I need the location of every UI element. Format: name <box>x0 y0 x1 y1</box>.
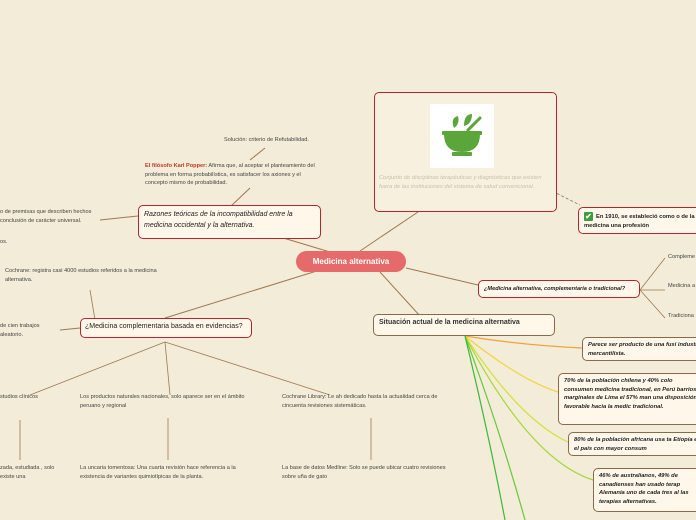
popper-body: Afirma que, al aceptar el planteamiento … <box>145 163 315 187</box>
complementaria-node[interactable]: ¿Medicina alternativa, complementaria o … <box>478 280 640 298</box>
estudios-text: studios clínicos <box>0 394 38 400</box>
year-1910-text: En 1910, se estableció como o de la medi… <box>584 214 695 229</box>
situacion-item-1[interactable]: Parece ser producto de una fusi industri… <box>582 337 696 361</box>
medline-text: La base de datos Medline: Solo se puede … <box>282 465 446 480</box>
popper-text: El filósofo Karl Popper: Afirma que, al … <box>145 162 323 188</box>
mortar-pestle-herbs-icon <box>430 104 494 168</box>
situacion-item-3[interactable]: 80% de la población africana usa ta Etio… <box>568 432 696 456</box>
evidencias-title: ¿Medicina complementaria basada en evide… <box>85 323 243 330</box>
premisas-text: o de premisas que describen hechos concl… <box>0 209 92 224</box>
complementaria-title: ¿Medicina alternativa, complementaria o … <box>484 286 626 292</box>
popper-label: El filósofo Karl Popper: <box>145 163 208 169</box>
situacion-item-4[interactable]: 46% de australianos, 49% de canadienses … <box>593 468 696 512</box>
cochrane-text: Cochrane: registra casi 4000 estudios re… <box>5 268 157 283</box>
situacion-title: Situación actual de la medicina alternat… <box>379 319 520 326</box>
uncaria-text: La uncaria tomentosa: Una cuarta revisió… <box>80 465 236 480</box>
complementaria-item-3: Tradiciona <box>668 313 694 319</box>
short-text: os. <box>0 239 8 245</box>
situacion-node[interactable]: Situación actual de la medicina alternat… <box>373 314 555 336</box>
razones-node[interactable]: Razones teóricas de la incompatibilidad … <box>138 205 321 239</box>
productos-text: Los productos naturales nacionales, solo… <box>80 394 245 409</box>
situacion-item-2[interactable]: 70% de la población chilena y 40% colo c… <box>558 373 696 425</box>
razones-title: Razones teóricas de la incompatibilidad … <box>144 211 293 229</box>
definition-text: Conjunto de disciplinas terapéuticas y d… <box>379 175 542 190</box>
check-icon: ✔ <box>584 212 593 221</box>
bottom-left-text: zada, estudiada , solo existe una <box>0 465 55 480</box>
complementaria-item-2: Medicina a <box>668 283 696 289</box>
year-1910-node[interactable]: ✔En 1910, se estableció como o de la med… <box>578 207 696 234</box>
trabajos-text: de cien trabajos aleatorio. <box>0 323 40 338</box>
evidencias-node[interactable]: ¿Medicina complementaria basada en evide… <box>80 318 252 338</box>
complementaria-item-1: Compleme <box>668 254 696 260</box>
solucion-text: Solución: criterio de Refutabilidad. <box>224 137 309 143</box>
central-topic[interactable]: Medicina alternativa <box>296 251 406 272</box>
cochrane-library-text: Cochrane Library: Le ah dedicado hasta l… <box>282 394 438 409</box>
